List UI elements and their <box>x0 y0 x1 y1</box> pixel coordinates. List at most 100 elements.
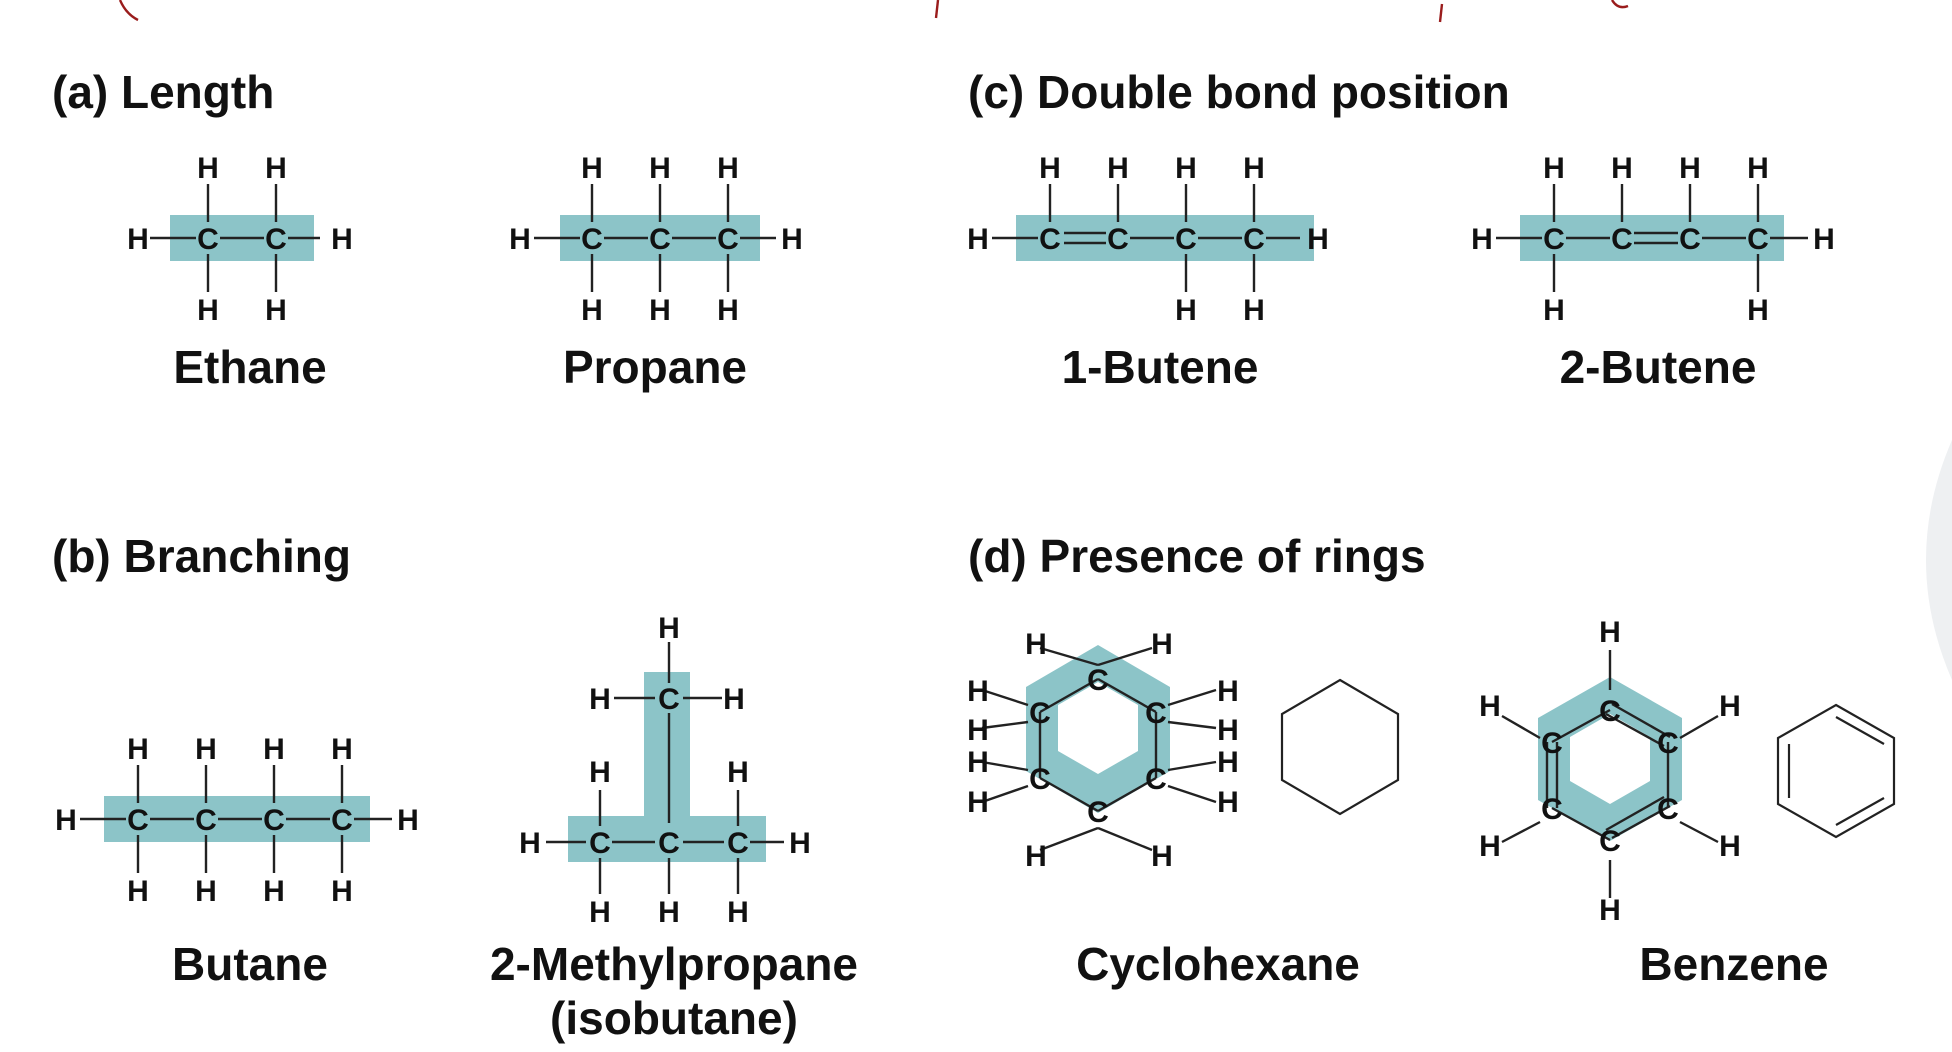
molecule-2-methylpropane: C C C C H H H H H H H H H H 2-Methylprop… <box>490 612 858 1044</box>
hydrogen-atom: H <box>727 896 749 929</box>
bond <box>1167 760 1217 772</box>
molecule-cyclohexane: C C C C C C H H H H H H H H H H H H Cycl… <box>967 628 1400 990</box>
hydrogen-atom: H <box>195 875 217 908</box>
bond <box>1039 776 1099 813</box>
molecule-name-cyclohexane: Cyclohexane <box>1076 938 1360 990</box>
carbon-atom: C <box>717 223 739 256</box>
hydrogen-atom: H <box>967 714 989 747</box>
hydrogen-atom: H <box>1479 830 1501 863</box>
hydrogen-atom: H <box>1747 152 1769 185</box>
double-bond <box>1605 795 1665 832</box>
molecule-name-propane: Propane <box>563 341 747 393</box>
bond <box>1551 806 1611 842</box>
hydrogen-atom: H <box>1543 294 1565 327</box>
carbon-atom: C <box>1107 223 1129 256</box>
molecule-name-2-methylpropane: 2-Methylpropane <box>490 938 858 990</box>
hydrogen-atom: H <box>265 294 287 327</box>
molecule-benzene: C C C C C C H H H H H H Benzene <box>1479 616 1896 990</box>
carbon-atom: C <box>649 223 671 256</box>
molecule-2-butene: C C C C H H H H H H H H 2-Butene <box>1471 152 1835 393</box>
bond <box>1501 714 1541 740</box>
hydrogen-atom: H <box>1243 152 1265 185</box>
carbon-skeleton-highlight <box>1538 677 1682 841</box>
hydrogen-atom: H <box>649 294 671 327</box>
hydrogen-atom: H <box>1217 746 1239 779</box>
carbon-atom: C <box>1541 793 1563 826</box>
bond <box>981 760 1029 772</box>
hydrogen-atom: H <box>1025 840 1047 873</box>
hydrogen-atom: H <box>589 756 611 789</box>
hydrogen-atom: H <box>649 152 671 185</box>
carbon-atom: C <box>1145 763 1167 796</box>
double-bond <box>1611 702 1671 739</box>
hydrogen-atom: H <box>55 804 77 837</box>
heading-length: (a) Length <box>52 66 274 118</box>
heading-presence-of-rings: (d) Presence of rings <box>968 530 1426 582</box>
carbon-atom: C <box>1029 697 1051 730</box>
bond <box>981 720 1029 730</box>
hydrogen-atom: H <box>1175 294 1197 327</box>
hydrogen-atom: H <box>1679 152 1701 185</box>
heading-branching: (b) Branching <box>52 530 351 582</box>
molecule-butane: C C C C H H H H H H H H H H Butane <box>55 733 419 990</box>
hydrogen-atom: H <box>195 733 217 766</box>
carbon-skeleton-highlight <box>1026 645 1170 813</box>
carbon-atom: C <box>658 683 680 716</box>
hydrogen-atom: H <box>1039 152 1061 185</box>
hydrogen-atom: H <box>1599 894 1621 927</box>
carbon-atom: C <box>1543 223 1565 256</box>
hydrogen-atom: H <box>581 152 603 185</box>
benzene-skeletal-hexagon <box>1776 703 1896 839</box>
carbon-atom: C <box>1039 223 1061 256</box>
hydrogen-atom: H <box>717 152 739 185</box>
carbon-skeleton-highlight <box>568 672 766 862</box>
benzene-inner-double-bond <box>1835 797 1885 826</box>
hydrogen-atom: H <box>717 294 739 327</box>
bond <box>1097 776 1157 813</box>
hydrogen-atom: H <box>519 827 541 860</box>
bond <box>1097 826 1153 852</box>
hydrogen-atom: H <box>967 746 989 779</box>
molecule-propane: C C C H H H H H H H H Propane <box>509 152 803 393</box>
hydrogen-atom: H <box>581 294 603 327</box>
carbon-atom: C <box>1087 796 1109 829</box>
hydrogen-atom: H <box>1719 690 1741 723</box>
hydrogen-atom: H <box>589 896 611 929</box>
molecule-subname-isobutane: (isobutane) <box>550 992 798 1044</box>
bond <box>1039 646 1099 667</box>
molecule-1-butene: C C C C H H H H H H H H 1-Butene <box>967 152 1329 393</box>
carbon-atom: C <box>195 804 217 837</box>
carbon-atom: C <box>1599 695 1621 728</box>
hydrogen-atom: H <box>1307 223 1329 256</box>
hydrogen-atom: H <box>263 733 285 766</box>
hydrogen-atom: H <box>1217 675 1239 708</box>
hydrogen-atom: H <box>1543 152 1565 185</box>
bond <box>1167 720 1217 730</box>
bond <box>981 784 1029 804</box>
heading-double-bond-position: (c) Double bond position <box>968 66 1510 118</box>
carbon-atom: C <box>331 804 353 837</box>
hydrogen-atom: H <box>1719 830 1741 863</box>
hydrogen-atom: H <box>331 223 353 256</box>
hydrogen-atom: H <box>723 683 745 716</box>
pen-annotation-marks <box>118 0 1629 23</box>
double-bond <box>1611 804 1671 840</box>
hydrogen-atom: H <box>1243 294 1265 327</box>
hydrogen-atom: H <box>331 733 353 766</box>
carbon-atom: C <box>1087 664 1109 697</box>
hydrogen-atom: H <box>1175 152 1197 185</box>
hydrogen-atom: H <box>1599 616 1621 649</box>
carbon-atom: C <box>127 804 149 837</box>
bond <box>1039 677 1099 714</box>
molecule-name-2-butene: 2-Butene <box>1560 341 1757 393</box>
hydrogen-atom: H <box>1471 223 1493 256</box>
bond <box>1097 646 1153 667</box>
hydrogen-atom: H <box>1025 628 1047 661</box>
hydrogen-atom: H <box>127 223 149 256</box>
hydrogen-atom: H <box>1813 223 1835 256</box>
double-bond <box>1605 712 1665 748</box>
carbon-atom: C <box>1145 697 1167 730</box>
carbon-atom: C <box>658 827 680 860</box>
cyclohexane-skeletal-hexagon <box>1280 678 1400 816</box>
